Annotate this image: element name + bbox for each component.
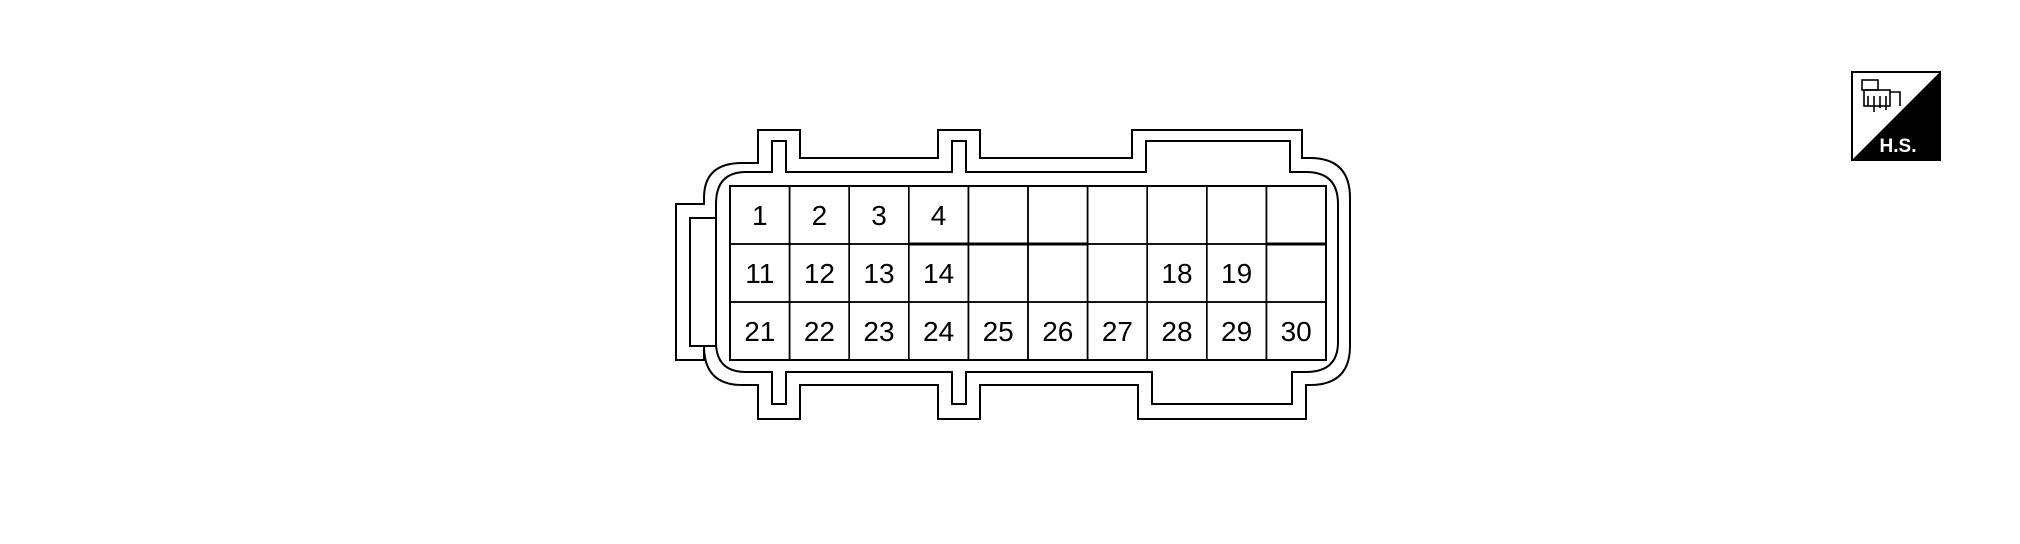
pin-number: 19 xyxy=(1221,258,1252,289)
pin-number: 13 xyxy=(863,258,894,289)
pin-number: 27 xyxy=(1102,316,1133,347)
pin-number: 24 xyxy=(923,316,954,347)
pin-number: 4 xyxy=(931,200,947,231)
pin-number: 25 xyxy=(983,316,1014,347)
pin-cell xyxy=(1146,185,1208,245)
pin-number: 22 xyxy=(804,316,835,347)
housing-outer-outline xyxy=(675,129,1351,420)
pin-cell xyxy=(1206,185,1268,245)
pin-cell xyxy=(1265,243,1327,303)
pin-cell xyxy=(1086,185,1148,245)
pin-number: 3 xyxy=(871,200,887,231)
pin-number: 28 xyxy=(1161,316,1192,347)
pin-number: 26 xyxy=(1042,316,1073,347)
housing-left-latch xyxy=(689,217,717,347)
pin-cell xyxy=(1086,243,1148,303)
pin-number: 29 xyxy=(1221,316,1252,347)
pin-cell xyxy=(1265,185,1327,245)
pin-number: 12 xyxy=(804,258,835,289)
pin-cell xyxy=(1265,301,1327,361)
hs-badge-label: H.S. xyxy=(1880,136,1917,157)
pin-number: 14 xyxy=(923,258,954,289)
pin-number: 21 xyxy=(744,316,775,347)
pin-cell xyxy=(1027,185,1089,245)
hs-badge: H.S. xyxy=(1851,71,1941,161)
pin-number: 2 xyxy=(812,200,828,231)
pin-number: 23 xyxy=(863,316,894,347)
pin-cell xyxy=(967,185,1029,245)
pin-number: 1 xyxy=(752,200,768,231)
pin-cell xyxy=(967,243,1029,303)
harness-side-connector-icon xyxy=(1861,79,1901,112)
pin-number: 18 xyxy=(1161,258,1192,289)
pin-number: 30 xyxy=(1281,316,1312,347)
pin-cell xyxy=(1027,243,1089,303)
pin-number: 11 xyxy=(745,258,774,289)
